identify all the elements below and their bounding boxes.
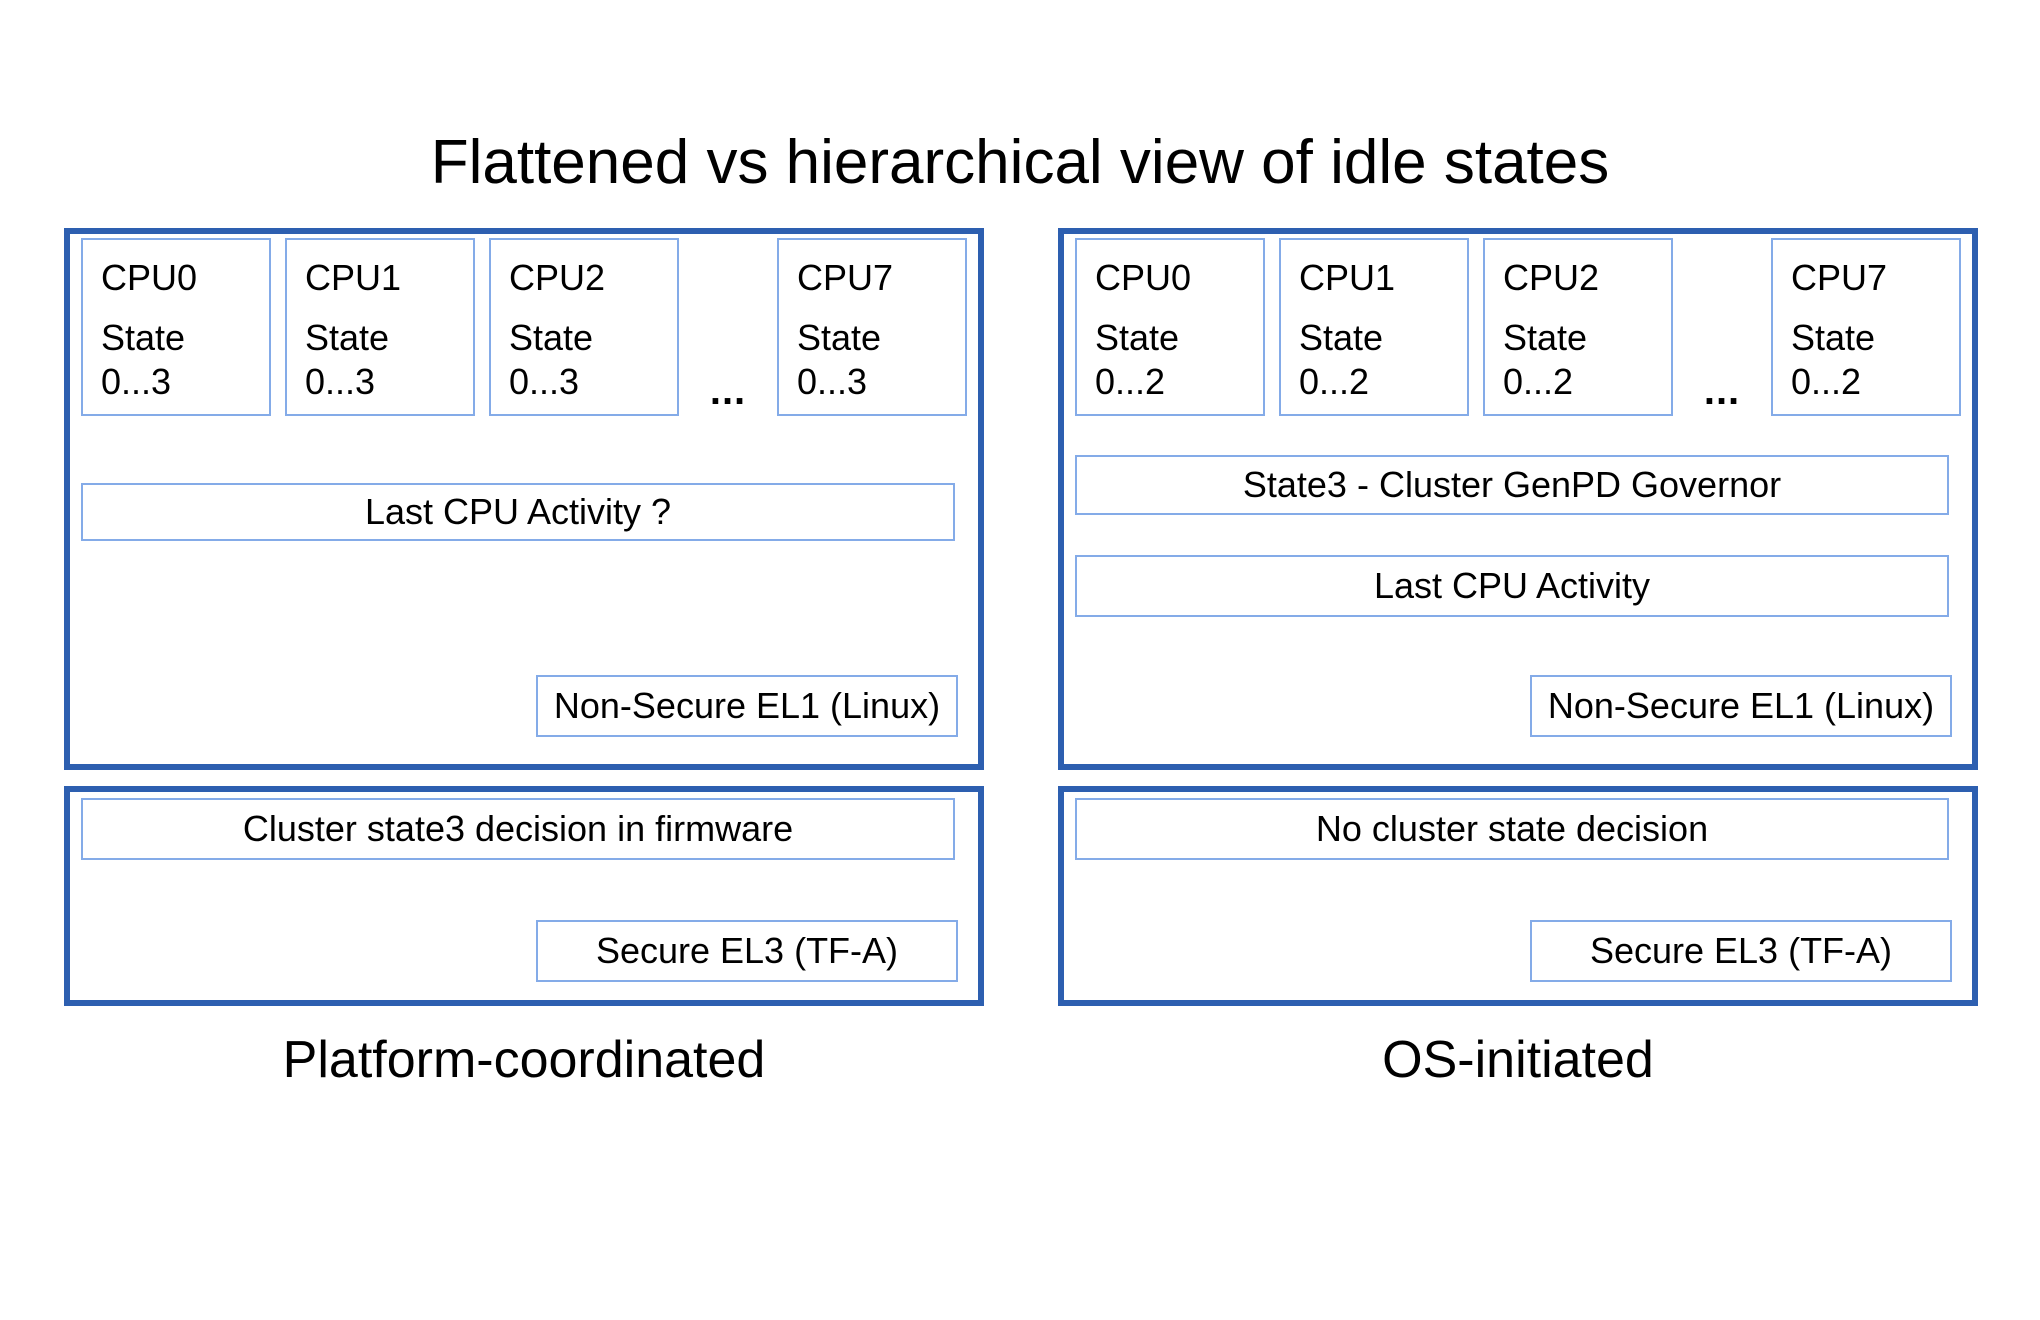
cpu-state: State 0...3 [101, 316, 261, 404]
cpu-state: State 0...3 [305, 316, 465, 404]
diagram-caption: OS-initiated [1382, 1031, 1654, 1089]
cpu-state: State 0...2 [1503, 316, 1663, 404]
cpu-box: CPU1 State 0...2 [1279, 238, 1469, 416]
cpu-state-label: State [1095, 317, 1180, 359]
kernel-panel: CPU0 State 0...3 CPU1 State 0...3 CPU2 [64, 228, 984, 770]
cpu-state: State 0...2 [1299, 316, 1459, 404]
cpu-state-label: State [797, 317, 882, 359]
diagram-platform-coordinated: CPU0 State 0...3 CPU1 State 0...3 CPU2 [64, 228, 984, 1108]
cpu-row: CPU0 State 0...3 CPU1 State 0...3 CPU2 [81, 238, 967, 416]
firmware-panel: Cluster state3 decision in firmware Secu… [64, 786, 984, 1006]
cpu-name: CPU7 [1791, 257, 1888, 298]
cluster-decision-bar: No cluster state decision [1075, 798, 1949, 860]
cpu-name: CPU7 [797, 257, 894, 298]
cpu-state-range: 0...3 [305, 361, 376, 403]
cpu-state: State 0...3 [797, 316, 957, 404]
cpu-state-label: State [509, 317, 594, 359]
cpu-state: State 0...2 [1791, 316, 1951, 404]
firmware-panel: No cluster state decision Secure EL3 (TF… [1058, 786, 1978, 1006]
cpu-box: CPU0 State 0...3 [81, 238, 271, 416]
cluster-decision-bar: Cluster state3 decision in firmware [81, 798, 955, 860]
cpu-state-range: 0...3 [509, 361, 580, 403]
non-secure-el1-box: Non-Secure EL1 (Linux) [1530, 675, 1952, 737]
cpu-state-range: 0...3 [797, 361, 868, 403]
last-cpu-activity-bar: Last CPU Activity ? [81, 483, 955, 541]
cpu-name: CPU2 [1503, 257, 1600, 298]
cpu-name: CPU2 [509, 257, 606, 298]
secure-el3-box: Secure EL3 (TF-A) [536, 920, 958, 982]
cpu-name: CPU0 [1095, 257, 1192, 298]
cpu-box: CPU2 State 0...2 [1483, 238, 1673, 416]
diagram-caption: Platform-coordinated [282, 1031, 766, 1089]
cpu-state-range: 0...2 [1095, 361, 1166, 403]
cluster-genpd-governor-bar: State3 - Cluster GenPD Governor [1075, 455, 1949, 515]
cpu-name: CPU0 [101, 257, 198, 298]
cpu-state-label: State [1791, 317, 1876, 359]
cpu-row: CPU0 State 0...2 CPU1 State 0...2 CPU2 [1075, 238, 1961, 416]
cpu-box: CPU2 State 0...3 [489, 238, 679, 416]
cpu-box: CPU7 State 0...3 [777, 238, 967, 416]
cpu-box: CPU0 State 0...2 [1075, 238, 1265, 416]
last-cpu-activity-bar: Last CPU Activity [1075, 555, 1949, 617]
ellipsis: ... [709, 369, 747, 413]
cpu-state-label: State [101, 317, 186, 359]
kernel-panel: CPU0 State 0...2 CPU1 State 0...2 CPU2 [1058, 228, 1978, 770]
cpu-state-label: State [1299, 317, 1384, 359]
cpu-state-range: 0...2 [1791, 361, 1862, 403]
cpu-state-range: 0...2 [1503, 361, 1574, 403]
cpu-name: CPU1 [1299, 257, 1396, 298]
non-secure-el1-box: Non-Secure EL1 (Linux) [536, 675, 958, 737]
slide-title: Flattened vs hierarchical view of idle s… [430, 128, 1610, 197]
cpu-state-range: 0...3 [101, 361, 172, 403]
cpu-state-label: State [1503, 317, 1588, 359]
diagram-os-initiated: CPU0 State 0...2 CPU1 State 0...2 CPU2 [1058, 228, 1978, 1108]
cpu-state-range: 0...2 [1299, 361, 1370, 403]
cpu-state: State 0...2 [1095, 316, 1255, 404]
ellipsis: ... [1703, 369, 1741, 413]
cpu-box: CPU7 State 0...2 [1771, 238, 1961, 416]
cpu-state-label: State [305, 317, 390, 359]
cpu-state: State 0...3 [509, 316, 669, 404]
cpu-box: CPU1 State 0...3 [285, 238, 475, 416]
cpu-name: CPU1 [305, 257, 402, 298]
secure-el3-box: Secure EL3 (TF-A) [1530, 920, 1952, 982]
